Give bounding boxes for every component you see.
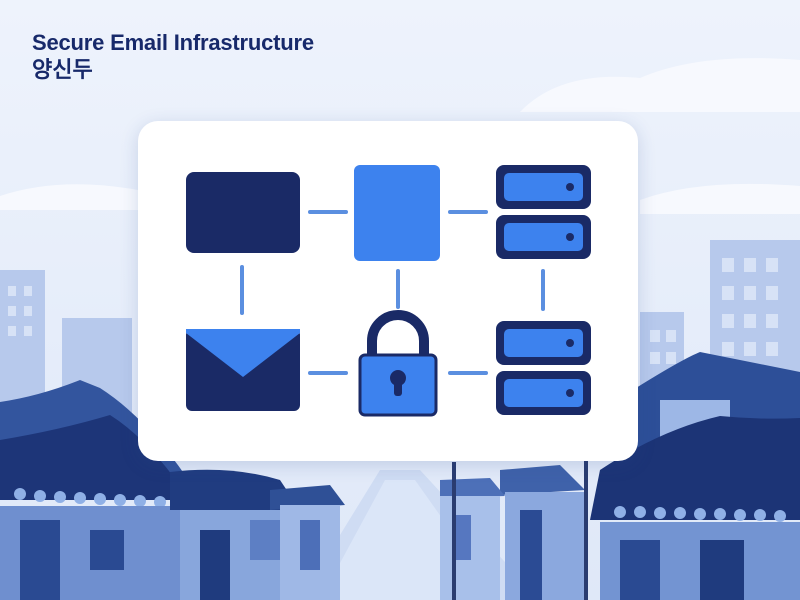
envelope-icon (186, 329, 300, 411)
left-hanok-houses (0, 380, 345, 600)
server-icon (496, 165, 591, 259)
page-subtitle: 양신두 (32, 58, 93, 83)
document-icon (354, 165, 440, 261)
header: Secure Email Infrastructure 양신두 (32, 30, 314, 86)
lock-icon (358, 310, 438, 417)
mail-client-icon (186, 172, 300, 253)
infrastructure-diagram (186, 165, 591, 417)
right-hanok-houses (440, 352, 800, 600)
diagram-card (138, 121, 638, 461)
cloud (0, 58, 800, 214)
connectors (240, 210, 545, 375)
server-icon (496, 321, 591, 415)
page-title: Secure Email Infrastructure (32, 30, 314, 55)
